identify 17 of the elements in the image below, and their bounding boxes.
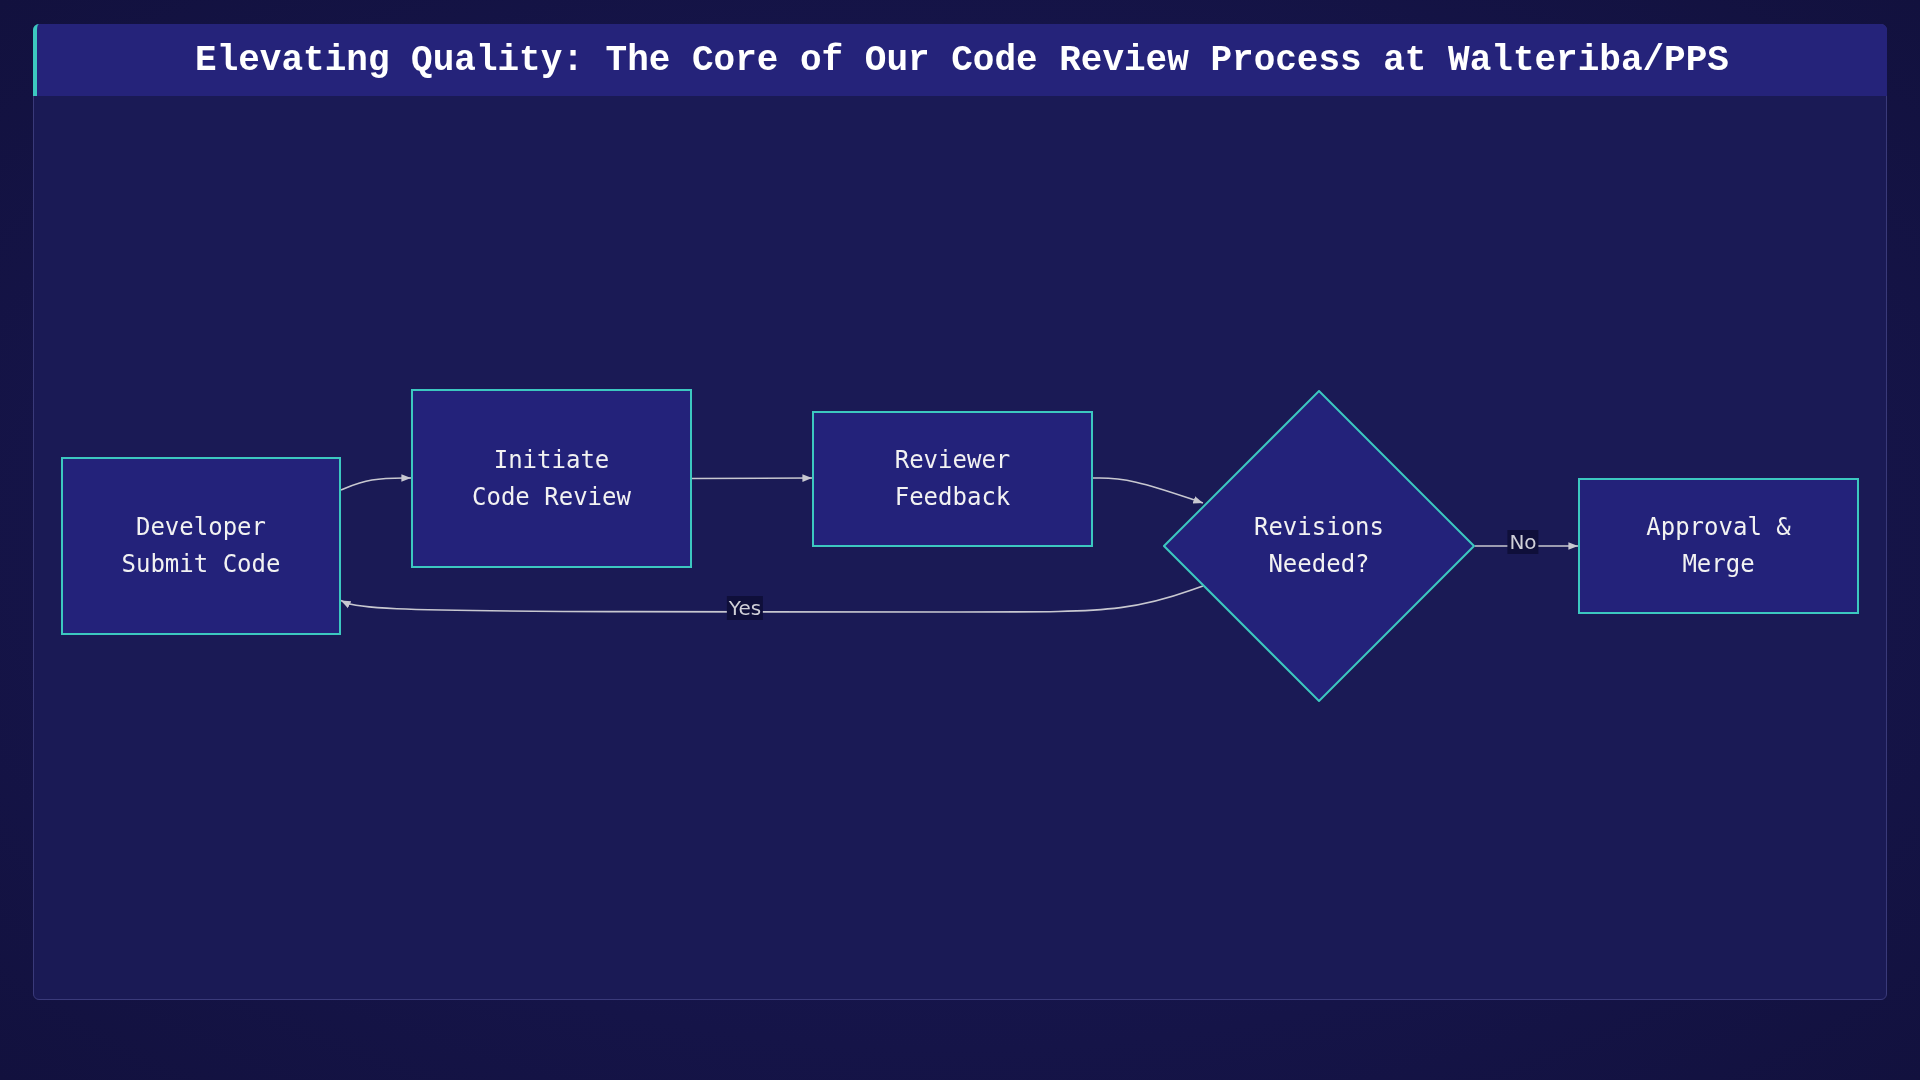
node-label: Initiate Code Review (471, 444, 632, 513)
process-box (411, 389, 692, 568)
edge-label: Yes (726, 596, 764, 620)
process-box (61, 457, 341, 635)
decision-diamond (1163, 390, 1475, 702)
edge-label: No (1507, 530, 1539, 554)
node-label: Reviewer Feedback (893, 445, 1012, 513)
title: Elevating Quality: The Core of Our Code Review Process at Walteriba/PPS (33, 24, 1887, 96)
node-label: Approval & Merge (1645, 512, 1792, 580)
process-box (812, 411, 1093, 547)
arrow (691, 474, 813, 482)
arrow (340, 474, 412, 491)
arrow (340, 585, 1204, 613)
node-label: Developer Submit Code (120, 512, 282, 580)
arrow (1092, 477, 1204, 504)
node-label: Revisions Needed? (1252, 512, 1385, 580)
process-box (1578, 478, 1859, 614)
